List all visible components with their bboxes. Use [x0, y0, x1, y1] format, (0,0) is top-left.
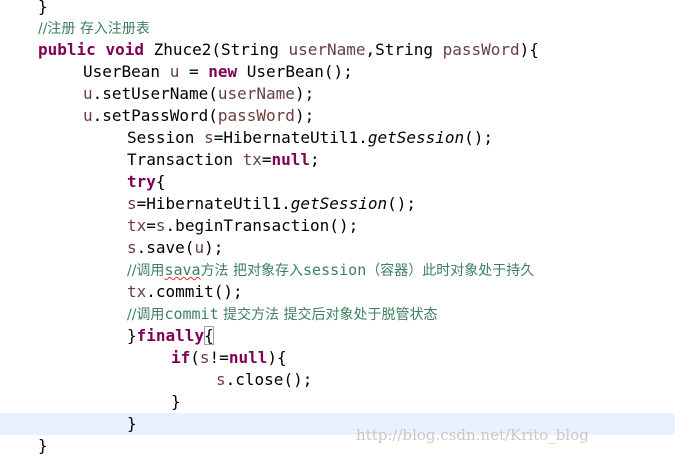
token: (); [464, 128, 494, 147]
comment: 方法 把对象存入 [200, 263, 304, 279]
matching-bracket: { [204, 326, 214, 345]
code-line-1: } [0, 0, 675, 18]
comment: commit [164, 305, 219, 323]
code-line-21: } [0, 435, 675, 457]
code-line-11: tx=s.beginTransaction(); [0, 215, 675, 237]
comment: session [303, 261, 367, 279]
watermark-text: http://blog.csdn.net/Krito_blog [356, 426, 589, 444]
keyword: if [171, 348, 191, 367]
keyword: null [228, 348, 268, 367]
token: ); [294, 106, 315, 125]
comment: 提交方法 提交后对象处于脱管状态 [218, 307, 438, 323]
keyword: try [127, 172, 156, 191]
code-line-16: }finally{ [0, 325, 675, 347]
keyword: null [271, 150, 311, 169]
token: .setPassWord( [92, 106, 218, 125]
variable: u [83, 84, 93, 103]
token: ){ [267, 348, 287, 367]
code-line-3: public void Zhuce2(String userName,Strin… [0, 39, 675, 61]
code-line-9: try{ [0, 171, 675, 193]
parameter: userName [288, 40, 366, 59]
token: Transaction [127, 150, 243, 169]
token: =HibernateUtil1. [213, 128, 368, 147]
parameter: passWord [442, 40, 520, 59]
token: ); [204, 238, 224, 257]
token: (); [387, 194, 416, 213]
token: } [127, 414, 137, 433]
static-method: getSession [367, 128, 465, 147]
code-line-2: //注册 存入注册表 [0, 17, 675, 39]
token: = [261, 150, 272, 169]
variable: s [155, 216, 166, 235]
variable: u [169, 62, 180, 81]
code-line-6: u.setPassWord(passWord); [0, 105, 675, 127]
token: =HibernateUtil1. [136, 194, 291, 213]
comment-misspelled-word: sava [164, 261, 201, 279]
parameter: userName [217, 84, 295, 103]
token: = [179, 62, 209, 81]
token: { [155, 172, 166, 191]
comment: （容器）此时对象处于持久 [366, 263, 535, 279]
code-line-7: Session s=HibernateUtil1.getSession(); [0, 127, 675, 149]
code-line-12: s.save(u); [0, 237, 675, 259]
variable: u [83, 106, 93, 125]
code-line-14: tx.commit(); [0, 281, 675, 303]
keyword: new [208, 62, 238, 81]
static-method: getSession [290, 194, 388, 213]
comment: //注册 存入注册表 [38, 21, 150, 37]
code-line-19: } [0, 391, 675, 413]
parameter: passWord [217, 106, 295, 125]
code-line-18: s.close(); [0, 369, 675, 391]
token: = [146, 216, 156, 235]
variable: s [204, 128, 214, 147]
code-line-5: u.setUserName(userName); [0, 83, 675, 105]
variable: u [194, 238, 205, 257]
variable: tx [127, 216, 147, 235]
token: } [38, 436, 48, 455]
token: } [38, 0, 48, 16]
token: .close(); [225, 370, 313, 389]
variable: s [216, 370, 226, 389]
token: ,String [365, 40, 443, 59]
keyword: public [38, 40, 96, 59]
code-line-13: //调用sava方法 把对象存入session（容器）此时对象处于持久 [0, 259, 675, 281]
code-line-20-current[interactable]: } [0, 413, 675, 435]
comment: //调用 [127, 263, 165, 279]
keyword: void [105, 40, 144, 59]
token: UserBean(); [237, 62, 353, 81]
token: != [209, 348, 229, 367]
token: ( [190, 348, 200, 367]
comment: //调用 [127, 307, 165, 323]
token: ){ [519, 40, 539, 59]
code-line-4: UserBean u = new UserBean(); [0, 61, 675, 83]
token: .beginTransaction(); [165, 216, 359, 235]
variable: s [199, 348, 210, 367]
token: } [171, 392, 181, 411]
variable: s [127, 238, 137, 257]
token: .setUserName( [92, 84, 218, 103]
token: ); [294, 84, 315, 103]
code-line-8: Transaction tx=null; [0, 149, 675, 171]
code-line-15: //调用commit 提交方法 提交后对象处于脱管状态 [0, 303, 675, 325]
code-line-17: if(s!=null){ [0, 347, 675, 369]
token: Zhuce2(String [143, 40, 289, 59]
token [96, 40, 106, 59]
token: .commit(); [146, 282, 243, 301]
keyword: finally [136, 326, 205, 345]
token: Session [127, 128, 205, 147]
variable: tx [242, 150, 262, 169]
token: UserBean [83, 62, 170, 81]
code-line-10: s=HibernateUtil1.getSession(); [0, 193, 675, 215]
token: ; [310, 150, 320, 169]
variable: s [127, 194, 137, 213]
token: .save( [136, 238, 195, 257]
variable: tx [127, 282, 147, 301]
token: } [127, 326, 137, 345]
